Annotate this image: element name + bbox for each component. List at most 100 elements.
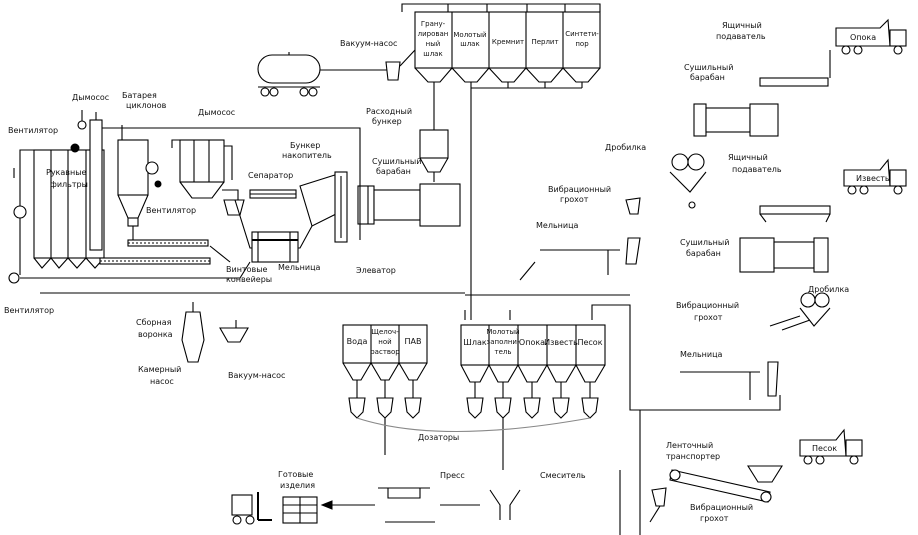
box-feeder-2-label-2: подаватель: [732, 165, 782, 174]
flask-truck: Опока: [835, 18, 907, 55]
mill-1-body: [251, 231, 299, 263]
storage-bunker-mill: Бункер накопитель Мельница: [234, 141, 339, 272]
crusher-2-label: Дробилка: [808, 285, 849, 294]
cyclone-body: [117, 139, 149, 196]
press-label: Пресс: [440, 471, 465, 480]
sand-hopper: [747, 465, 783, 483]
elevator-unit: Элеватор: [334, 171, 396, 275]
vibro-screen-3-label-2: грохот: [700, 514, 729, 523]
separator-label: Сепаратор: [248, 171, 293, 180]
bag-filter-column: [89, 119, 103, 251]
bag-filters-unit: Рукавные фильтры Вентилятор Вентилятор: [4, 112, 105, 315]
crusher-1: [669, 153, 707, 193]
vibro-screen-1-label-2: грохот: [560, 195, 589, 204]
lime-truck-label: Известь: [856, 174, 890, 183]
vacuum-pump-top-label: Вакуум-насос: [340, 39, 397, 48]
belt-conveyor-label-2: транспортер: [666, 452, 720, 461]
bag-filters-label-2: фильтры: [50, 180, 88, 189]
finished-goods-label-2: изделия: [280, 481, 315, 490]
smoke-exhauster-1-label: Дымосос: [72, 93, 109, 102]
vacuum-pump-bottom-unit: [219, 327, 249, 343]
collecting-funnel-label-1: Сборная: [136, 318, 172, 327]
supply-bunker-label-1: Расходный: [366, 107, 412, 116]
smoke-exhausters: Дымосос Батарея циклонов Дымосос: [72, 91, 235, 130]
drum-right2-body: [773, 241, 815, 269]
crusher-1-label: Дробилка: [605, 143, 646, 152]
perlite-label: Перлит: [531, 38, 558, 46]
lime-truck: Известь: [843, 158, 907, 195]
tank-body: [257, 54, 321, 84]
top-hopper-group: Грану- лирован ный шлак Молотый шлак Кре…: [401, 3, 601, 320]
crusher-2: [799, 292, 831, 327]
synthetic-line-2: пор: [575, 40, 589, 48]
supply-bunker: [419, 129, 449, 159]
cyclone-battery-2: [179, 139, 225, 183]
drum-right-end-left: [693, 103, 707, 137]
finished-goods-label-1: Готовые: [278, 470, 313, 479]
paa-label: ПАВ: [405, 337, 422, 346]
cyclone-unit: [117, 125, 149, 240]
dryer-drum-1-label-1: Сушильный: [372, 157, 421, 166]
bag-filters-label-1: Рукавные: [46, 168, 87, 177]
sand-bin-label: Песок: [577, 338, 602, 347]
forklift-icon: [231, 492, 272, 525]
screw-conveyors: Винтовые конвейеры: [20, 239, 272, 284]
fan-3-icon: [13, 205, 27, 219]
dryer-drum-1-body: [373, 189, 421, 221]
battery-cyclone-label-2: циклонов: [126, 101, 167, 110]
mixer-label: Смеситель: [540, 471, 586, 480]
dryer-drum-1-end-right: [419, 183, 461, 227]
fan-3-label: Вентилятор: [4, 306, 54, 315]
elevator-label: Элеватор: [356, 266, 396, 275]
storage-bunker: [299, 173, 339, 227]
synthetic-line-1: Синтети-: [565, 30, 599, 38]
box-feeder-2-label-1: Ящичный: [728, 153, 768, 162]
fan-2-icon: [145, 161, 159, 175]
alkali-label-3: раствор: [370, 348, 400, 356]
vacuum-pump-top-unit: [385, 61, 401, 81]
granulated-slag-line-2: лирован: [418, 30, 449, 38]
slag-bin-label: Шлак: [463, 338, 487, 347]
mill-2-label: Мельница: [536, 221, 579, 230]
fan-1-label: Вентилятор: [8, 126, 58, 135]
drum-right2-end-right: [813, 237, 829, 273]
separator-fan-unit: Вентилятор Сепаратор: [145, 139, 297, 216]
chamber-pump-label-2: насос: [150, 377, 174, 386]
ground-slag-line-2: шлак: [460, 40, 479, 48]
box-feeder-2-belt: [759, 205, 831, 215]
flask-bin-label: Опока: [519, 338, 545, 347]
supply-bunker-dryer: Расходный бункер Сушильный барабан: [357, 107, 461, 227]
collecting-funnel-unit: Сборная воронка Камерный насос Вакуум-на…: [136, 302, 285, 386]
alkali-label-1: Щелоч-: [371, 328, 399, 336]
mill-3-label: Мельница: [680, 350, 723, 359]
vibro-screen-1: [625, 197, 641, 215]
drying-drum-right-label-2: барабан: [690, 73, 725, 82]
fan-2-label: Вентилятор: [146, 206, 196, 215]
box-feeder-top-label-1: Ящичный: [722, 21, 762, 30]
granulated-slag-line-1: Грану-: [421, 20, 446, 28]
supply-bunker-label-2: бункер: [372, 117, 402, 126]
dryer-drum-1-label-2: барабан: [376, 167, 411, 176]
production-line: Пресс Смеситель Готовые изделия: [231, 470, 586, 525]
drying-drum-right-label-1: Сушильный: [684, 63, 733, 72]
top-hopper-bins: [414, 11, 601, 69]
box-feeder-top-belt: [759, 77, 829, 87]
granulated-slag-line-3: ный: [426, 40, 441, 48]
vibro-screen-3-label-1: Вибрационный: [690, 503, 753, 512]
dry-bins: [460, 324, 606, 366]
clinker-bin-label-3: тель: [495, 348, 512, 356]
battery-cyclone-label-1: Батарея: [122, 91, 157, 100]
smoke-exhauster-2-label: Дымосос: [198, 108, 235, 117]
separator-unit: [223, 199, 245, 216]
silica-label: Кремнит: [492, 38, 524, 46]
drying-drum-right2-label-1: Сушильный: [680, 238, 729, 247]
drum-right-body: [705, 107, 751, 133]
vibro-screen-2-label-2: грохот: [694, 313, 723, 322]
clinker-bin-label-1: Молотый: [486, 328, 519, 336]
belt-conveyor-label-1: Ленточный: [666, 441, 713, 450]
mill-1-label: Мельница: [278, 263, 321, 272]
granulated-slag-line-4: шлак: [423, 50, 442, 58]
drying-drum-right2-label-2: барабан: [686, 249, 721, 258]
